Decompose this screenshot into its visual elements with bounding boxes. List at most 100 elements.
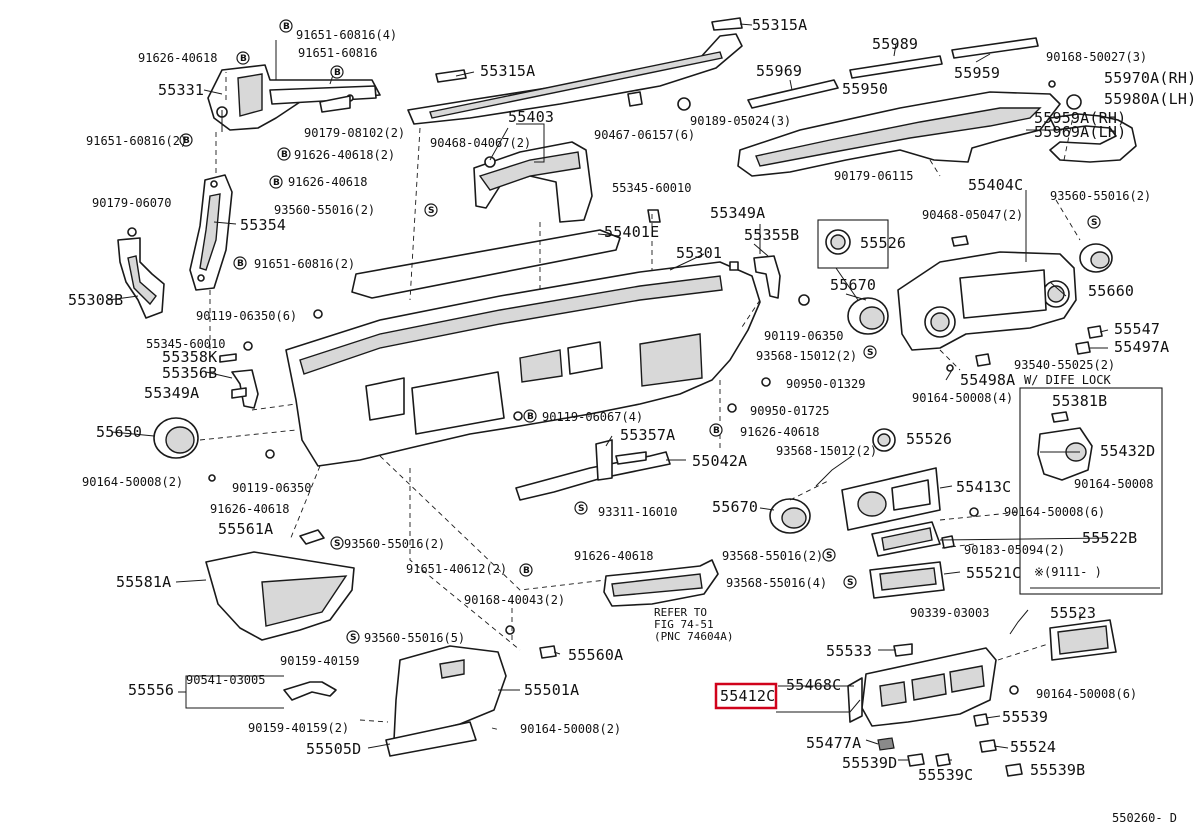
part-label: 90179-06115	[834, 169, 913, 183]
part-label: 90164-50008(2)	[520, 722, 621, 736]
svg-text:B: B	[527, 412, 534, 422]
part-label: 55358K	[162, 348, 217, 366]
part-label: 55560A	[568, 646, 623, 664]
part-label: 55345-60010	[146, 337, 225, 351]
part-label: 90468-04067(2)	[430, 136, 531, 150]
note-dife-lock: W/ DIFE LOCK	[1024, 373, 1111, 387]
part-label: 91626-40618	[138, 51, 217, 65]
part-label: 90164-50008(6)	[1004, 505, 1105, 519]
part-label: 55432D	[1100, 442, 1155, 460]
part-label: 55524	[1010, 738, 1056, 756]
bolt-b-icon: B	[523, 409, 537, 423]
part-label: 55356B	[162, 364, 217, 382]
part-label: 55498A	[960, 371, 1015, 389]
part-label: 55331	[158, 81, 204, 99]
svg-text:B: B	[240, 54, 247, 64]
strap-55556-drawing	[283, 681, 337, 701]
screws-right	[265, 309, 771, 459]
part-label: 90168-50027(3)	[1046, 50, 1147, 64]
part-label: 90179-08102(2)	[304, 126, 405, 140]
svg-text:B: B	[183, 136, 190, 146]
part-label: 55959	[954, 64, 1000, 82]
part-label: 91651-60816(2)	[86, 134, 187, 148]
svg-text:S: S	[334, 539, 340, 549]
screw-s-icon: S	[863, 345, 877, 359]
part-label: 55042A	[692, 452, 747, 470]
part-label: 90183-05094(2)	[964, 543, 1065, 557]
part-label: 90339-03003	[910, 606, 989, 620]
cluster-hood-55404C-drawing	[897, 235, 1077, 351]
part-label: 55404C	[968, 176, 1023, 194]
screw-s-icon: S	[574, 501, 588, 515]
svg-text:B: B	[523, 566, 530, 576]
part-label: 55403	[508, 108, 554, 126]
part-label: 55561A	[218, 520, 273, 538]
panel-55522B-drawing	[871, 521, 955, 557]
part-label: 90950-01725	[750, 404, 829, 418]
bolt-b-icon: B	[236, 51, 250, 65]
svg-text:S: S	[350, 633, 356, 643]
svg-text:B: B	[334, 68, 341, 78]
svg-text:S: S	[1091, 218, 1097, 228]
part-label: 55301	[676, 244, 722, 262]
vent-55670-lower-drawing	[769, 498, 811, 534]
part-label: 55357A	[620, 426, 675, 444]
refer-note-line-3: (PNC 74604A)	[654, 630, 733, 643]
note-date-range: ※(9111- )	[1034, 565, 1102, 579]
svg-text:B: B	[273, 178, 280, 188]
part-label: 91626-40618	[574, 549, 653, 563]
part-label: 91651-40612(2)	[406, 562, 507, 576]
rail-55315A-drawing	[407, 17, 743, 125]
part-label: 55670	[712, 498, 758, 516]
pocket-55521C-drawing	[869, 561, 945, 599]
screw-s-icon: S	[330, 536, 344, 550]
part-label: 93560-55016(2)	[344, 537, 445, 551]
switch-box-55381B-drawing	[1019, 387, 1163, 595]
part-label: 93311-16010	[598, 505, 677, 519]
part-label: 55556	[128, 681, 174, 699]
assembly-dashed-lines	[199, 72, 1081, 731]
highlighted-part-frame	[714, 682, 778, 710]
part-label: 90164-50008(2)	[82, 475, 183, 489]
part-label: 55670	[830, 276, 876, 294]
part-label: 55547	[1114, 320, 1160, 338]
part-label: 90119-06350	[764, 329, 843, 343]
figure-code: 550260- D	[1112, 811, 1177, 825]
screw-s-icon: S	[843, 575, 857, 589]
part-label: 90467-06157(6)	[594, 128, 695, 142]
part-label: 90164-50008(4)	[912, 391, 1013, 405]
part-label: 91651-60816	[298, 46, 377, 60]
instrument-panel-55301-drawing	[285, 229, 761, 467]
part-label: 91651-60816(2)	[254, 257, 355, 271]
knob-55660-drawing	[1079, 243, 1113, 273]
part-label: 90119-06350(6)	[196, 309, 297, 323]
svg-text:B: B	[237, 259, 244, 269]
ring-55526-upper-drawing	[817, 219, 889, 269]
part-label: 90189-05024(3)	[690, 114, 791, 128]
screw-s-icon: S	[346, 630, 360, 644]
svg-text:S: S	[847, 578, 853, 588]
part-label: 93568-55016(2)	[722, 549, 823, 563]
part-label: 55468C	[786, 676, 841, 694]
part-label: 90168-40043(2)	[464, 593, 565, 607]
clips-center-top	[484, 91, 691, 223]
panel-55523-drawing	[1049, 619, 1117, 661]
part-label: 55950	[842, 80, 888, 98]
part-label: 55413C	[956, 478, 1011, 496]
screw-s-icon: S	[822, 548, 836, 562]
part-label: 55521C	[966, 564, 1021, 582]
part-label: 55969A(LH)	[1034, 123, 1126, 141]
part-label: 55349A	[710, 204, 765, 222]
small-parts-right	[946, 325, 1103, 372]
part-label: 90468-05047(2)	[922, 208, 1023, 222]
part-label: 91626-40618	[210, 502, 289, 516]
part-label: 55308B	[68, 291, 123, 309]
part-label: 93560-55016(2)	[274, 203, 375, 217]
part-label: 55969	[756, 62, 802, 80]
part-label: 55980A(LH)	[1104, 90, 1196, 108]
part-label: 55315A	[480, 62, 535, 80]
part-label: 90164-50008(6)	[1036, 687, 1137, 701]
callout-box-55526-upper	[817, 219, 889, 269]
part-label: 55650	[96, 423, 142, 441]
